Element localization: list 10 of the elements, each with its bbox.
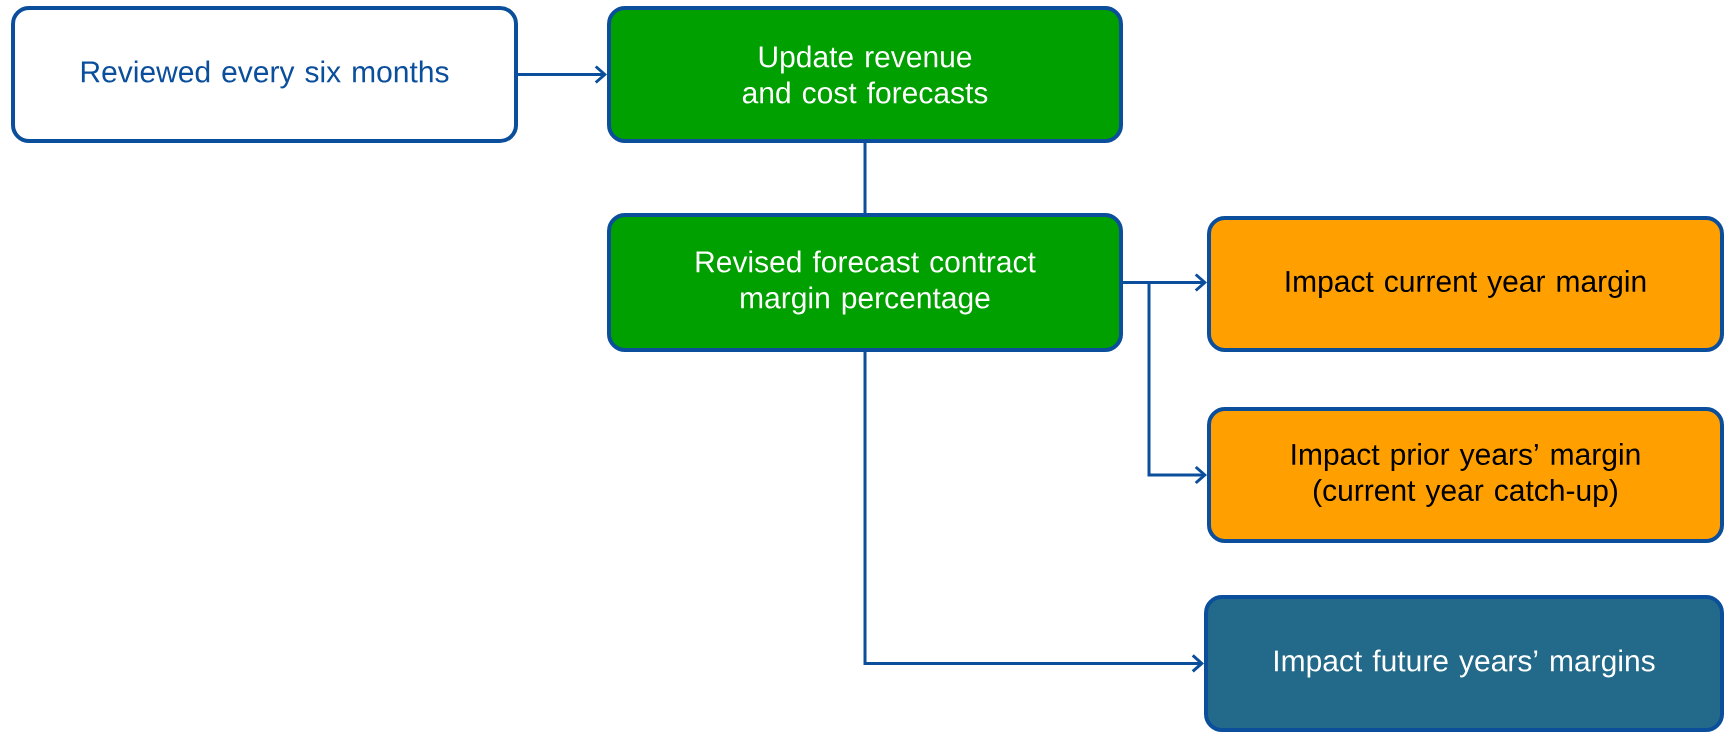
outcome-box: Impact prior years’ margin (current year catch-up)	[1207, 407, 1724, 543]
arrow	[1123, 281, 1207, 485]
process-box: Update revenue and cost forecasts	[607, 6, 1123, 143]
arrow	[863, 352, 1204, 673]
arrow	[518, 65, 607, 84]
start-box: Reviewed every six months	[11, 6, 518, 143]
outcome-box: Impact future years’ margins	[1204, 595, 1724, 732]
outcome-box: Impact current year margin	[1207, 216, 1724, 352]
process-box: Revised forecast contract margin percentage	[607, 213, 1123, 352]
connector-line	[863, 143, 867, 213]
